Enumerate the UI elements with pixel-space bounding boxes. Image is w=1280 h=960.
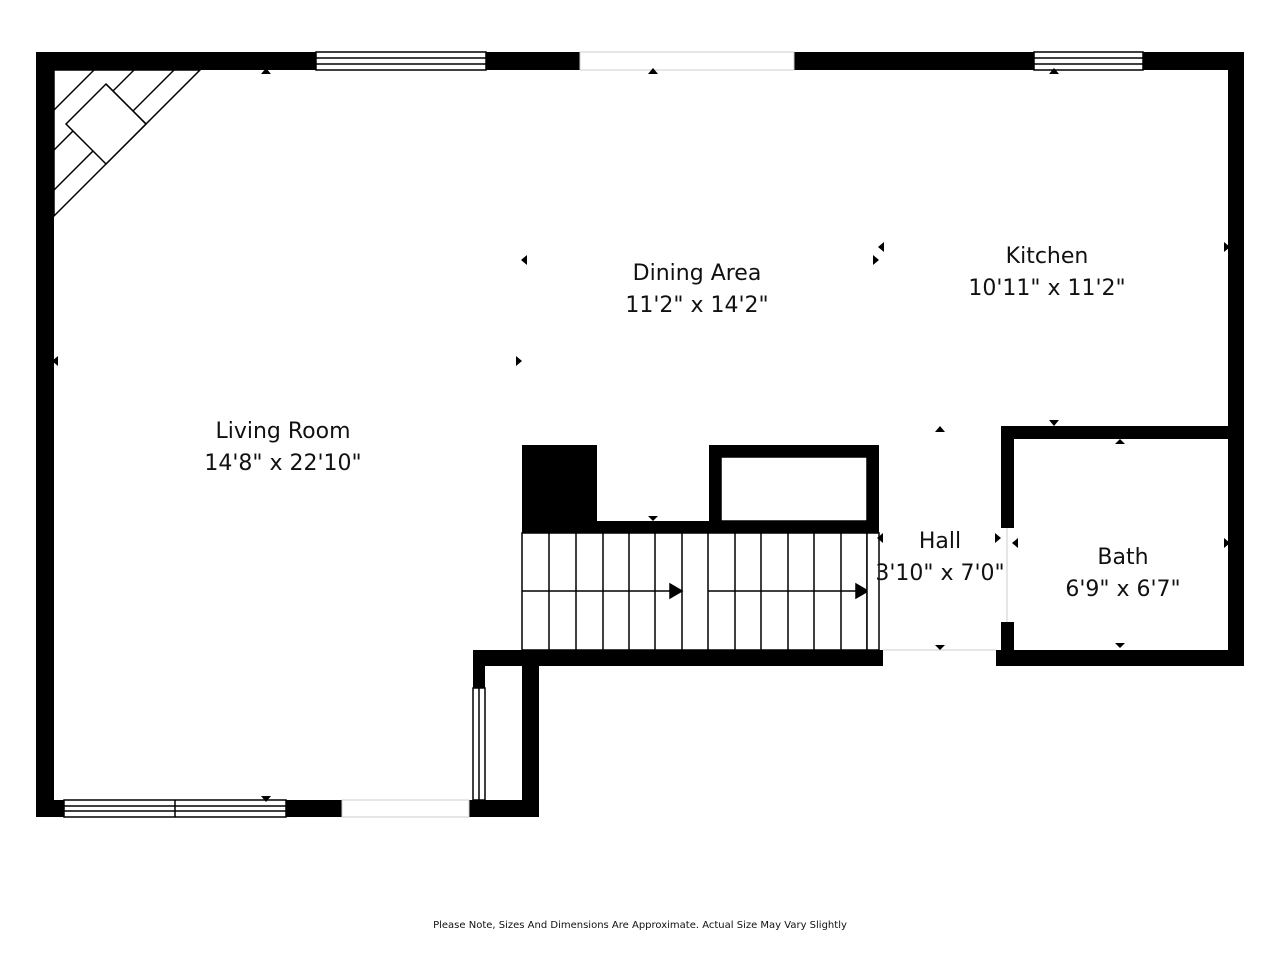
fireplace	[53, 69, 202, 218]
walls	[36, 52, 1244, 817]
dining-area-dims: 11'2" x 14'2"	[625, 293, 769, 318]
bath-name: Bath	[1097, 545, 1149, 570]
staircase	[521, 532, 880, 651]
kitchen-name: Kitchen	[1005, 244, 1089, 269]
hall-name: Hall	[918, 529, 962, 554]
bath-label: Bath 6'9" x 6'7"	[1065, 542, 1180, 606]
dining-area-label: Dining Area 11'2" x 14'2"	[625, 258, 768, 322]
openings	[341, 51, 1008, 818]
living-room-dims: 14'8" x 22'10"	[204, 451, 362, 476]
living-room-name: Living Room	[215, 419, 351, 444]
hall-dims: 3'10" x 7'0"	[875, 561, 1005, 586]
living-room-label: Living Room 14'8" x 22'10"	[204, 416, 361, 480]
dining-area-name: Dining Area	[632, 261, 762, 286]
disclaimer-note: Please Note, Sizes And Dimensions Are Ap…	[433, 920, 847, 931]
dimension-markers	[52, 68, 1230, 802]
windows	[63, 51, 1144, 818]
hall-label: Hall 3'10" x 7'0"	[875, 526, 1004, 590]
bath-dims: 6'9" x 6'7"	[1065, 577, 1181, 602]
kitchen-dims: 10'11" x 11'2"	[968, 276, 1126, 301]
kitchen-label: Kitchen 10'11" x 11'2"	[968, 241, 1125, 305]
